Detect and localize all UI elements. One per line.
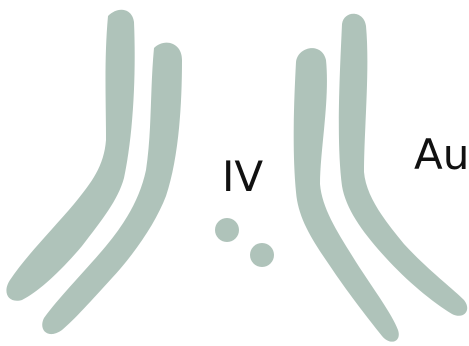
group-iv-label: IV: [222, 156, 263, 198]
dot-chromosome-2: [250, 243, 274, 267]
group-au-label: Au: [414, 134, 469, 176]
dot-chromosome-1: [215, 218, 239, 242]
